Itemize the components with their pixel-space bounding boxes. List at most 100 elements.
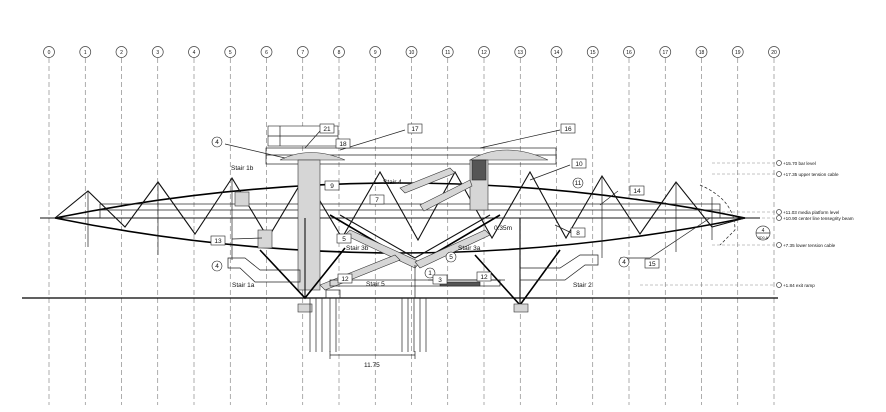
grid-bubble xyxy=(151,46,164,58)
callout-marker xyxy=(407,123,423,134)
callout-marker xyxy=(324,180,340,191)
grid-bubble xyxy=(296,46,309,58)
callout-number: 10 xyxy=(575,161,583,168)
section-marker-sheet: 3D0.A xyxy=(758,236,769,240)
callout-number: 21 xyxy=(323,126,331,133)
grid-bubble-label: 14 xyxy=(554,50,560,56)
label-stair-1a: Stair 1a xyxy=(232,282,255,289)
grid-bubble-label: 3 xyxy=(156,50,159,56)
callout-number: 11 xyxy=(575,180,582,187)
callout-marker xyxy=(369,194,385,205)
callout-number: 7 xyxy=(375,197,379,204)
grid-bubble-label: 9 xyxy=(374,50,377,56)
grid-bubble-label: 16 xyxy=(626,50,632,56)
callout-number: 17 xyxy=(411,126,419,133)
callout-number: 13 xyxy=(214,238,222,245)
cable-envelope xyxy=(699,184,736,246)
grid-bubble-label: 10 xyxy=(409,50,415,56)
grid-bubble-label: 15 xyxy=(590,50,596,56)
callout-number: 9 xyxy=(330,183,334,190)
annotation-labels: Stair 1b Stair 4 Stair 3b Stair 3a Stair… xyxy=(231,165,592,369)
grid-bubble xyxy=(623,46,635,58)
callout-number: 4 xyxy=(622,259,626,266)
label-stair-3b: Stair 3b xyxy=(346,245,369,252)
grid-bubble-label: 0 xyxy=(48,50,51,56)
grid-bubble xyxy=(369,46,382,58)
label-stair-3a: Stair 3a xyxy=(458,245,481,252)
level-labels: +15.70 bar level +17.35 upper tension ca… xyxy=(776,160,854,288)
stair-landings xyxy=(227,254,599,287)
level-label-upper-cable: +17.35 upper tension cable xyxy=(783,172,839,177)
grid-bubble xyxy=(79,46,92,58)
grid-bubble xyxy=(333,46,345,58)
label-stair-4: Stair 4 xyxy=(383,179,402,186)
callout-marker xyxy=(618,256,630,268)
grid-bubble-label: 19 xyxy=(735,50,741,56)
grid-bubble xyxy=(550,46,563,58)
callout-marker xyxy=(337,273,353,284)
grid-bubble xyxy=(586,46,599,58)
grid-bubble xyxy=(731,46,744,58)
grid-bubble-label: 20 xyxy=(771,50,777,56)
section-marker: 4 3D0.A xyxy=(755,225,771,241)
callout-number: 5 xyxy=(449,254,453,261)
callout-number: 5 xyxy=(342,236,346,243)
label-stair-1b: Stair 1b xyxy=(231,165,254,172)
callout-marker xyxy=(211,260,223,272)
callout-marker xyxy=(335,138,351,149)
level-label-exit-ramp: +1.84 exit ramp xyxy=(783,283,815,288)
grid-bubble-label: 18 xyxy=(699,50,705,56)
grid-bubble xyxy=(514,46,527,58)
callout-number: 18 xyxy=(339,141,347,148)
grid-bubble xyxy=(441,46,454,58)
grid-bubble-label: 1 xyxy=(84,50,87,56)
grid-bubble xyxy=(405,46,418,58)
grid-bubble xyxy=(224,46,237,58)
grid-bubble xyxy=(260,46,273,58)
central-v-support xyxy=(319,167,501,291)
level-label-lower-cable: +7.35 lower tension cable xyxy=(783,243,836,248)
callout-marker xyxy=(211,136,223,148)
callout-marker xyxy=(629,185,645,196)
grid-bubble-label: 11 xyxy=(445,50,450,56)
grid-bubble-label: 4 xyxy=(193,50,196,56)
grid-bubble-label: 8 xyxy=(338,50,341,56)
label-stair-2: Stair 2 xyxy=(573,282,592,289)
callout-marker xyxy=(319,123,335,134)
grid-bubble xyxy=(43,46,55,58)
callout-marker xyxy=(476,271,492,282)
grid-bubble-label: 13 xyxy=(517,50,523,56)
grid-bubble-label: 12 xyxy=(481,50,487,56)
grid-bubble xyxy=(478,46,490,58)
callout-number: 12 xyxy=(480,274,488,281)
callout-number: 16 xyxy=(564,126,572,133)
level-reference-lines xyxy=(640,162,775,286)
callout-marker xyxy=(424,267,436,279)
callout-marker xyxy=(644,258,660,269)
support-shafts xyxy=(234,159,489,291)
level-label-media-platform: +11.03 media platform level xyxy=(783,210,839,215)
grid-bubble-label: 6 xyxy=(265,50,268,56)
callout-marker xyxy=(572,177,584,189)
callout-number: 4 xyxy=(215,139,219,146)
callout-marker xyxy=(432,274,448,285)
callout-number: 12 xyxy=(341,276,349,283)
grid-bubble-label: 17 xyxy=(662,50,668,56)
callout-number: 3 xyxy=(438,277,442,284)
grid-bubble xyxy=(115,46,128,58)
dimension-footing-width: 11.75 xyxy=(364,362,380,369)
callout-marker xyxy=(445,251,457,263)
callout-number: 15 xyxy=(648,261,656,268)
callout-marker xyxy=(570,227,586,238)
grid-bubble xyxy=(695,46,708,58)
callout-marker xyxy=(336,233,352,244)
grid-bubble xyxy=(188,46,200,58)
grid-bubble xyxy=(768,46,780,58)
callout-number: 8 xyxy=(576,230,580,237)
callout-marker xyxy=(560,123,576,134)
callout-marker xyxy=(210,235,226,246)
foundations xyxy=(297,289,529,359)
